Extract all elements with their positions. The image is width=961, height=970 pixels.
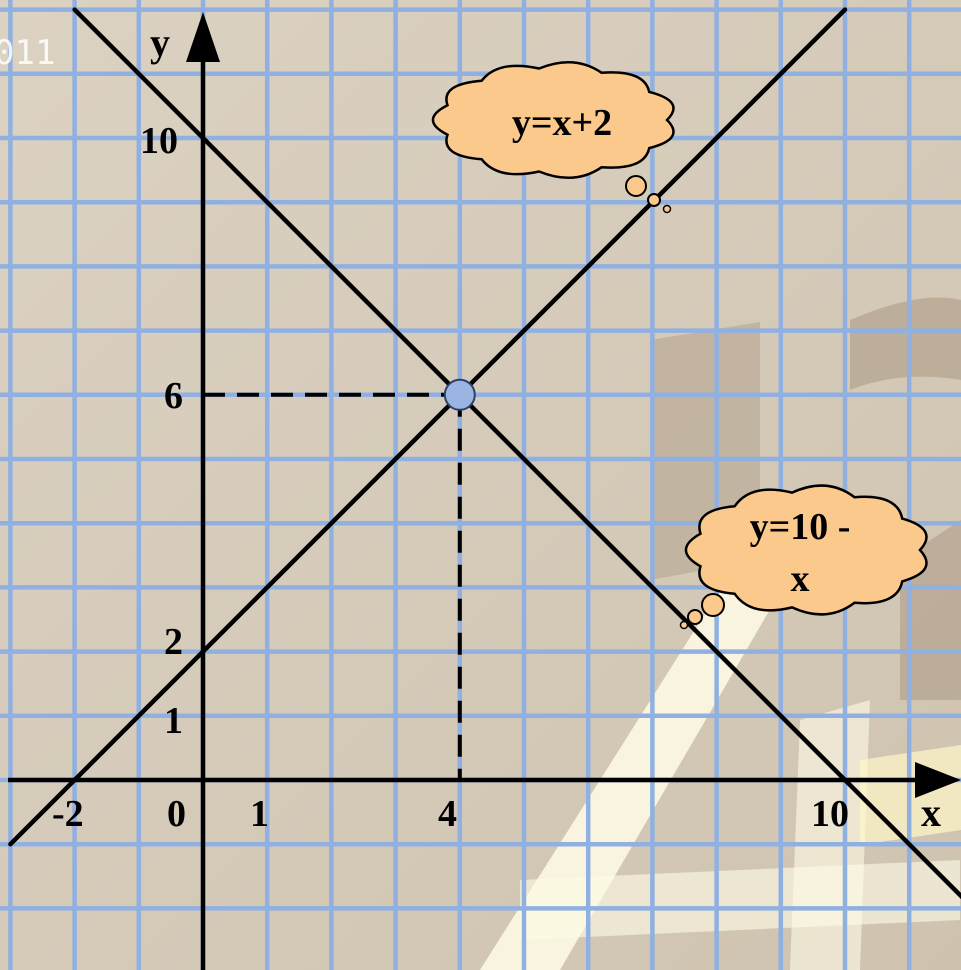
x-tick-label: 10 [811, 793, 849, 835]
x-tick-label: 0 [167, 793, 186, 835]
cloud-bubble [687, 609, 703, 625]
intersection-point [443, 378, 476, 411]
y-axis-arrow [186, 12, 220, 62]
y-axis-label: y [150, 20, 170, 65]
cloud-bubble [679, 620, 689, 630]
intersection-points [443, 378, 476, 411]
cloud-bubble [701, 593, 725, 617]
y-tick-label: 10 [140, 120, 178, 162]
x-tick-label: -2 [52, 793, 84, 835]
axes: xy [8, 12, 961, 970]
cloud-annotation-1: y=x+2 [431, 60, 675, 214]
function-lines [8, 7, 961, 900]
cloud-bubble [625, 175, 647, 197]
y-tick-label: 2 [164, 621, 183, 663]
x-tick-label: 4 [438, 793, 457, 835]
function-annotations: y=x+2 y=10 - x [431, 60, 928, 630]
tick-labels: -2 0 1 4 10 1 2 6 10 [52, 120, 849, 835]
cloud-annotation-2: y=10 - x [679, 484, 928, 630]
cloud-label-2-line: y=10 - [750, 506, 851, 548]
x-tick-label: 1 [250, 793, 269, 835]
function-line-2 [72, 7, 961, 900]
cloud-bubble [662, 204, 672, 214]
cloud-bubble [647, 193, 661, 207]
y-tick-label: 6 [164, 375, 183, 417]
function-line-1 [8, 7, 848, 847]
x-axis-arrow [915, 762, 961, 798]
cloud-shape [431, 60, 675, 180]
x-axis-label: x [921, 790, 941, 835]
intersection-guides [203, 392, 462, 780]
cloud-label-2-line: x [791, 558, 810, 600]
y-tick-label: 1 [164, 700, 183, 742]
cloud-shape [684, 484, 928, 616]
cloud-label-1: y=x+2 [512, 102, 612, 144]
watermark-text: 011 [0, 33, 55, 73]
